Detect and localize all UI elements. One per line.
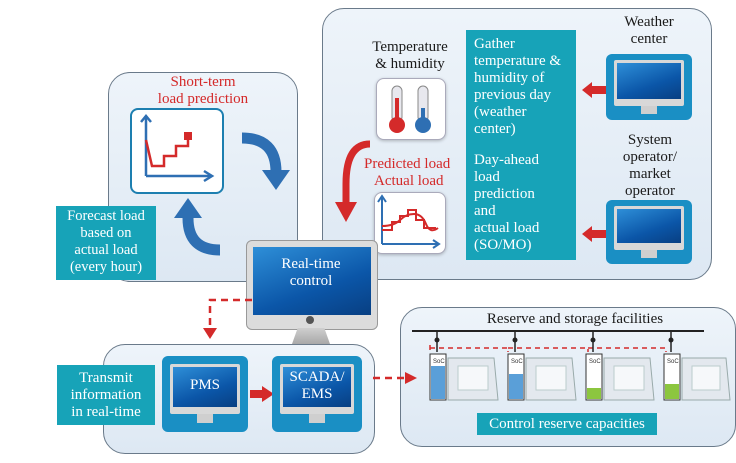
predicted-load-label: Predicted load [364,156,451,172]
storage-unit-2: SoC [507,330,577,401]
svg-text:SoC: SoC [433,359,445,365]
reserve-units-icon: SoC SoC SoC SoC [429,330,731,401]
info-line6: center) [474,121,516,137]
info-line10: and [474,203,496,219]
storage-unit-1: SoC [429,330,499,401]
transmit-line2: information [70,387,142,403]
realtime-line1: Real-time [281,256,341,272]
realtime-label: Real-time control [252,256,370,290]
pms-to-scada-arrow-icon [250,386,274,402]
temperature-line2: & humidity [375,56,445,72]
prediction-chart-icon [140,114,215,183]
weather-arrow-icon [582,82,608,98]
info-line3: humidity of [474,70,545,86]
weather-line1: Weather [624,14,674,30]
reserve-busbar [412,330,704,332]
weather-line2: center [630,31,668,47]
control-reserve-label: Control reserve capacities [477,413,657,435]
realtime-line2: control [289,273,333,289]
info-line4: previous day [474,87,552,103]
operator-line3: market [629,166,671,182]
info-line12: (SO/MO) [474,237,532,253]
temperature-line1: Temperature [372,39,448,55]
realtime-monitor [246,240,378,330]
scada-label: SCADA/ EMS [283,369,351,403]
operator-monitor-icon [614,206,684,250]
info-line9: prediction [474,186,535,202]
info-line8: load [474,169,500,185]
load-chart-icon [377,194,441,249]
forecast-box: Forecast load based on actual load (ever… [56,206,156,280]
forecast-line1: Forecast load [67,208,145,224]
realtime-monitor-stand [292,328,330,344]
storage-unit-4: SoC [663,330,731,401]
cycle-arrow-up-icon [174,198,221,256]
actual-load-label: Actual load [374,173,444,189]
operator-line1: System [627,132,673,148]
forecast-line3: actual load [74,242,138,258]
thermometer-icon [389,85,431,133]
storage-unit-3: SoC [585,330,655,401]
thermometer-card [376,78,446,140]
scada-line2: EMS [301,386,333,402]
cycle-arrow-down-icon [241,132,290,190]
system-operator-label: System operator/ market operator [608,132,692,200]
pms-monitor-icon [170,364,240,414]
red-curved-arrow-icon [335,140,371,222]
pms-label: PMS [189,377,221,393]
transmit-line1: Transmit [79,370,133,386]
info-line7: Day-ahead [474,152,539,168]
info-line2: temperature & [474,53,562,69]
scada-monitor-icon [280,364,354,414]
operator-line2: operator/ [622,149,678,165]
pms-monitor-stand [197,414,213,423]
transmit-box: Transmit information in real-time [57,365,155,425]
temperature-label: Temperature & humidity [366,39,454,73]
info-line5: (weather [474,104,527,120]
svg-text:SoC: SoC [667,359,679,365]
scada-line1: SCADA/ [289,369,345,385]
dashed-connector-right-icon [373,372,417,384]
operator-monitor-stand [641,250,657,258]
transmit-line3: in real-time [71,404,141,420]
info-line11: actual load [474,220,540,236]
weather-monitor-icon [614,60,684,106]
scada-monitor-stand [309,414,325,423]
weather-monitor-stand [641,106,657,114]
forecast-line2: based on [80,225,132,241]
svg-text:SoC: SoC [589,359,601,365]
info-box: Gather temperature & humidity of previou… [466,30,576,260]
dashed-connector-left-icon [203,298,252,339]
svg-text:SoC: SoC [511,359,523,365]
prediction-title-line1: Short-term [170,74,236,90]
operator-arrow-icon [582,226,608,242]
prediction-title-line2: load prediction [157,91,249,107]
reserve-title: Reserve and storage facilities [486,311,664,327]
info-line1: Gather [474,36,515,52]
forecast-line4: (every hour) [69,259,143,275]
prediction-title: Short-term load prediction [148,74,258,108]
apple-logo-icon [306,316,314,324]
operator-line4: operator [625,183,675,199]
weather-center-label: Weather center [610,14,688,48]
